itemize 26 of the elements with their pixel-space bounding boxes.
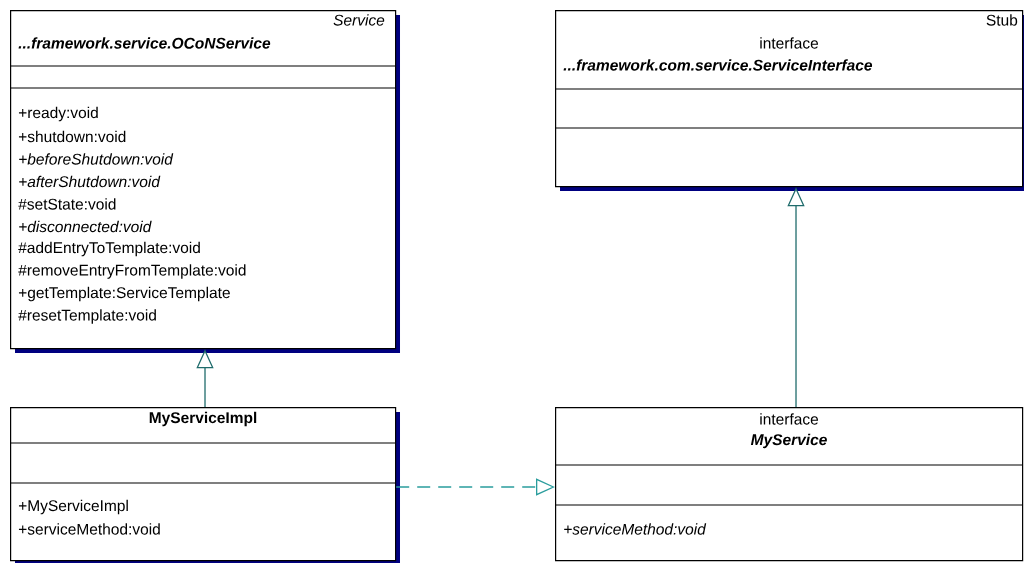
method-name: +MyServiceImpl [18, 499, 128, 515]
class-box [554, 407, 1024, 562]
class-name: ...framework.com.service.ServiceInterface [563, 59, 873, 71]
method-name: #addEntryToTemplate:void [18, 241, 200, 257]
class-box [9, 10, 400, 353]
class-name: MyServiceImpl [149, 411, 257, 427]
method-name: +getTemplate:ServiceTemplate [18, 286, 230, 302]
method-name: +beforeShutdown:void [19, 153, 174, 165]
class-box [554, 10, 1024, 191]
method-name: +disconnected:void [19, 220, 152, 233]
realization-arrow [395, 478, 555, 496]
method-name: +serviceMethod:void [564, 523, 707, 535]
stereotype-label: interface [760, 413, 819, 425]
method-name: #resetTemplate:void [18, 309, 156, 324]
method-name: +serviceMethod:void [18, 523, 160, 535]
method-name: +ready:void [18, 106, 98, 122]
method-name: #setState:void [18, 198, 116, 210]
class-name: MyService [750, 433, 827, 449]
method-name: #removeEntryFromTemplate:void [18, 264, 246, 279]
class-box [9, 407, 400, 563]
stereotype-label: Stub [986, 14, 1018, 26]
class-name: ...framework.service.OCoNService [18, 37, 271, 49]
method-name: +shutdown:void [18, 130, 126, 143]
stereotype-label: Service [333, 14, 385, 26]
stereotype-label: interface [760, 37, 819, 49]
method-name: +afterShutdown:void [19, 175, 161, 188]
